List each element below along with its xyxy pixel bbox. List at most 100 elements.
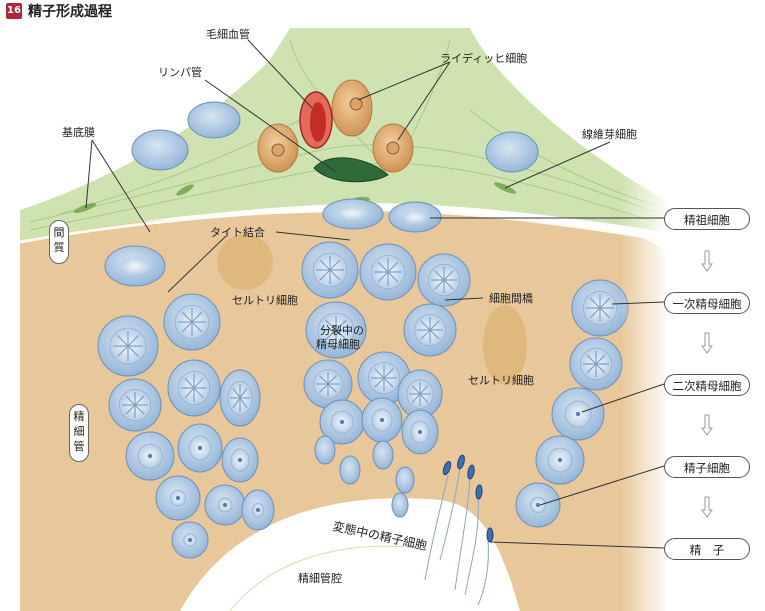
chromatin [599,307,611,319]
chromatin [374,368,385,379]
chromatin [377,271,389,283]
nucleolus [237,457,243,463]
stage-secondary-spermatocyte: 二次精母細胞 [664,374,750,396]
chromatin [181,311,193,323]
stage-spermatid: 精子細胞 [664,456,750,478]
nucleolus [222,502,228,508]
chromatin [429,329,440,340]
nucleolus [339,419,345,425]
chromatin [411,393,421,403]
stage-spermatogonium: 精祖細胞 [664,208,750,230]
chromatin [329,269,341,281]
chromatin [239,387,248,399]
chromatin [193,387,204,399]
region-tubule: 精 細 管 [69,404,89,462]
chromatin [383,377,394,388]
chromatin [184,387,195,399]
chromatin [327,375,337,385]
chromatin [127,345,140,358]
figure-title: 16 精子形成過程 [6,2,112,20]
lymph-vessel [313,157,389,183]
chromatin [419,385,429,395]
spermatozoa [424,467,489,606]
chromatin [599,297,611,309]
chromatin [116,334,129,347]
region-tubule-char: 管 [73,440,85,453]
leader-lines [85,39,665,549]
label-dividing-1: 分裂中の [320,324,364,337]
chromatin [429,320,440,331]
chromatin [589,297,601,309]
nucleolus [417,429,423,435]
chromatin [434,270,445,281]
label-lymph: リンパ管 [158,65,202,79]
label-dividing-2: 精母細胞 [316,338,360,351]
chromatin [232,397,241,409]
chromatin [595,363,606,374]
region-tubule-char: 精 [73,410,85,423]
region-tubule-char: 細 [73,425,85,438]
spermatogonia [104,198,442,287]
chromatin [586,363,597,374]
stage-arrow-icon [701,332,713,354]
chromatin [116,345,129,358]
chromatin [383,368,394,379]
chromatin [329,259,341,271]
label-sertoli-1: セルトリ細胞 [232,294,298,307]
label-bridge: 細胞間橋 [489,291,533,305]
chromatin [125,404,136,415]
label-fibroblast: 線維芽細胞 [582,127,637,141]
region-interstitium: 間 質 [49,220,69,264]
label-basement: 基底膜 [62,125,95,139]
nucleolus [379,417,385,423]
chromatin [586,354,597,365]
fibroblast [176,184,194,196]
chromatin [232,387,241,399]
chromatin [134,404,145,415]
region-interstitium-char: 間 [53,226,65,239]
chromatin [377,261,389,273]
figure-number-badge: 16 [6,3,22,19]
chromatin [434,279,445,290]
tubule-lumen [180,498,520,611]
chromatin [420,329,431,340]
label-lumen: 精細管腔 [298,571,342,585]
chromatin [191,321,203,333]
chromatin [127,334,140,347]
chromatin [419,393,429,403]
chromatin [324,319,337,331]
nucleolus [147,453,153,459]
chromatin [420,320,431,331]
chromatin [387,271,399,283]
nucleolus [255,507,261,513]
chromatin [319,269,331,281]
chromatin [411,385,421,395]
stage-spermatozoon: 精 子 [664,538,750,560]
label-capillary: 毛細血管 [206,27,250,41]
chromatin [595,354,606,365]
label-tight-junction: タイト結合 [210,225,265,239]
nucleolus [575,411,581,417]
chromatin [319,375,329,385]
chromatin [443,279,454,290]
chromatin [125,395,136,406]
sperm-heads [442,454,494,543]
chromatin [387,261,399,273]
leydig-cells [257,79,414,173]
chromatin [319,383,329,393]
nucleolus [557,457,563,463]
chromatin [184,377,195,389]
chromatin [335,329,348,341]
chromatin [335,319,348,331]
chromatin [589,307,601,319]
label-leydig: ライディッヒ細胞 [440,51,527,65]
nucleolus [535,502,541,508]
chromatin [193,377,204,389]
figure-title-text: 精子形成過程 [28,4,112,20]
chromatin [191,311,203,323]
region-interstitium-char: 質 [53,241,65,254]
chromatin [324,329,337,341]
nucleolus [175,495,181,501]
spermatids-transforming [314,435,415,518]
nucleolus [187,537,193,543]
